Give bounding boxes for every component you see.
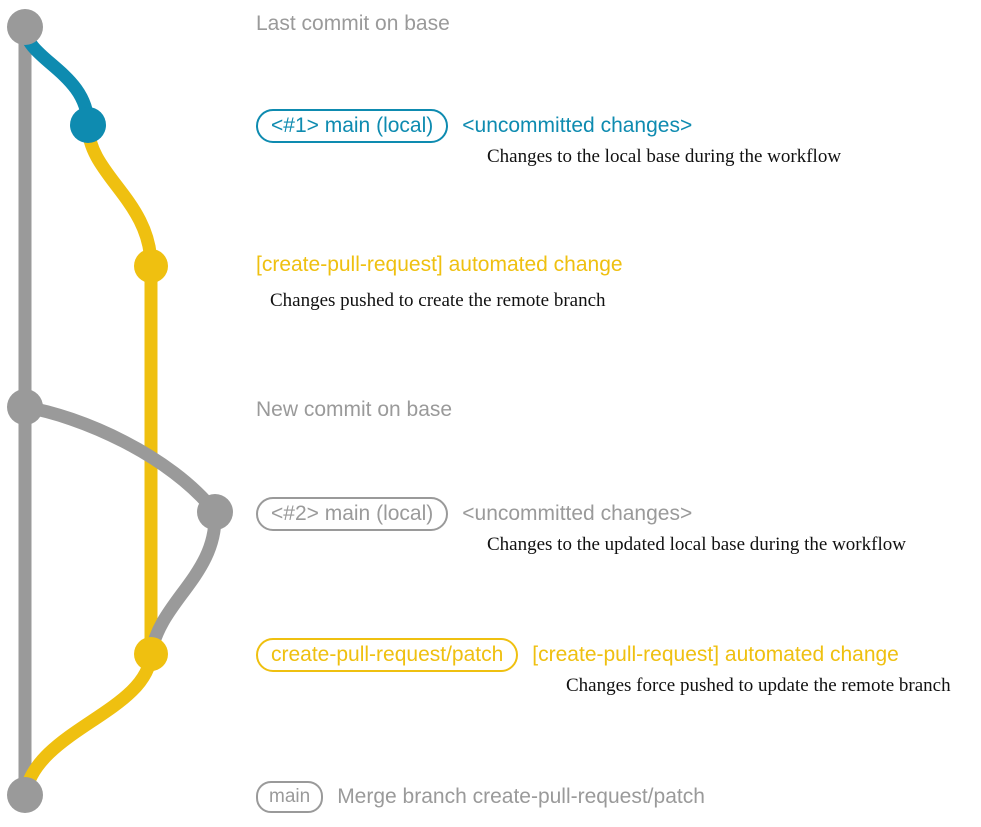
- ref-badge-main-local-1[interactable]: <#1> main (local): [256, 109, 449, 143]
- commit-node-merge-commit[interactable]: [7, 777, 43, 813]
- edge-local2-to-patch2: [144, 505, 222, 661]
- heading-last-commit-on-base: Last commit on base: [256, 12, 450, 35]
- ref-badge-main[interactable]: main: [256, 781, 324, 813]
- row-automated-change-2: create-pull-request/patch [create-pull-r…: [256, 638, 899, 672]
- row-last-commit-on-base: Last commit on base: [256, 12, 450, 36]
- commit-subject-automated-change-1: [create-pull-request] automated change: [256, 253, 623, 276]
- commit-node-main-local-1[interactable]: [70, 107, 106, 143]
- commit-node-automated-change-2[interactable]: [134, 637, 168, 671]
- commit-note-main-local-1: Changes to the local base during the wor…: [487, 146, 842, 167]
- heading-new-commit-on-base: New commit on base: [256, 398, 453, 421]
- commit-node-automated-change-1[interactable]: [134, 249, 168, 283]
- commit-note-main-local-2: Changes to the updated local base during…: [487, 534, 906, 555]
- git-graph: [7, 9, 233, 813]
- row-new-commit-on-base: New commit on base: [256, 398, 452, 422]
- ref-badge-main-local-2[interactable]: <#2> main (local): [256, 497, 449, 531]
- commit-subject-main-local-1: <uncommitted changes>: [462, 114, 693, 137]
- ref-badge-create-pull-request-patch[interactable]: create-pull-request/patch: [256, 638, 519, 672]
- commit-node-last-commit-on-base[interactable]: [7, 9, 43, 45]
- edge-base2-to-local2: [18, 400, 222, 519]
- commit-subject-automated-change-2: [create-pull-request] automated change: [532, 643, 899, 666]
- row-merge-commit: main Merge branch create-pull-request/pa…: [256, 781, 705, 813]
- commit-note-automated-change-2: Changes force pushed to update the remot…: [566, 675, 951, 696]
- row-main-local-2: <#2> main (local) <uncommitted changes>: [256, 497, 692, 531]
- commit-subject-main-local-2: <uncommitted changes>: [462, 502, 693, 525]
- commit-subject-merge-commit: Merge branch create-pull-request/patch: [337, 785, 705, 808]
- row-automated-change-1: [create-pull-request] automated change: [256, 253, 623, 277]
- commit-note-automated-change-1: Changes pushed to create the remote bran…: [270, 290, 606, 311]
- commit-node-new-commit-on-base[interactable]: [7, 389, 43, 425]
- edge-patch2-to-base3: [18, 647, 158, 802]
- commit-node-main-local-2[interactable]: [197, 494, 233, 530]
- row-main-local-1: <#1> main (local) <uncommitted changes>: [256, 109, 692, 143]
